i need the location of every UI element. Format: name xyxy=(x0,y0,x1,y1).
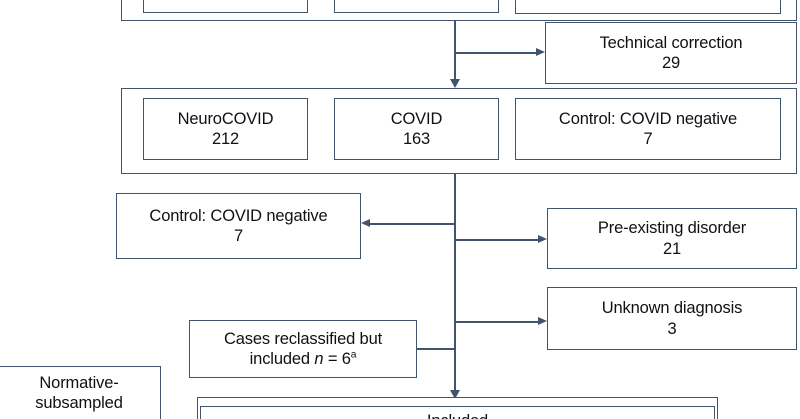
neurocovid-count: 212 xyxy=(211,130,240,148)
arrowhead-control-excluded xyxy=(361,219,370,227)
connector-to-technical-correction xyxy=(455,52,536,54)
connector-to-unknown-diagnosis xyxy=(455,321,538,323)
node-cases-reclassified[interactable]: Cases reclassified but included n = 6a xyxy=(189,320,417,378)
node-control-covid-negative-excluded[interactable]: Control: COVID negative 7 xyxy=(116,193,361,259)
arrowhead-pre-existing-disorder xyxy=(538,235,547,243)
node-included[interactable]: Included xyxy=(200,406,715,419)
cases-reclassified-prefix: included xyxy=(249,350,315,368)
unknown-diagnosis-count: 3 xyxy=(667,319,677,338)
cases-reclassified-line2: included n = 6a xyxy=(250,349,357,369)
connector-to-pre-existing-disorder xyxy=(455,239,538,241)
node-pre-existing-disorder[interactable]: Pre-existing disorder 21 xyxy=(547,208,797,269)
node-neurocovid[interactable]: NeuroCOVID 212 xyxy=(143,98,308,160)
top-row-box-1 xyxy=(143,0,308,13)
pre-existing-disorder-count: 21 xyxy=(662,239,682,258)
pre-existing-disorder-label: Pre-existing disorder xyxy=(597,219,747,238)
cases-reclassified-line1: Cases reclassified but xyxy=(223,329,383,348)
connector-cases-reclassified-to-trunk xyxy=(417,348,455,350)
node-normative-subsampled[interactable]: Normative- subsampled xyxy=(0,366,161,419)
arrowhead-unknown-diagnosis xyxy=(538,317,547,325)
node-technical-correction[interactable]: Technical correction 29 xyxy=(545,22,797,84)
cases-reclassified-suffix: = 6 xyxy=(323,350,351,368)
covid-count: 163 xyxy=(402,130,431,148)
node-unknown-diagnosis[interactable]: Unknown diagnosis 3 xyxy=(547,287,797,350)
arrowhead-to-middle-row xyxy=(450,79,460,88)
control-covid-negative-top-count: 7 xyxy=(643,130,653,148)
cases-reclassified-n-italic: n xyxy=(314,350,324,368)
top-row-box-3 xyxy=(515,0,781,14)
unknown-diagnosis-label: Unknown diagnosis xyxy=(601,299,743,318)
included-label: Included xyxy=(427,411,488,419)
normative-subsampled-line1: Normative- xyxy=(39,374,119,392)
technical-correction-label: Technical correction xyxy=(599,33,743,52)
arrowhead-to-included xyxy=(450,390,460,399)
normative-subsampled-line2: subsampled xyxy=(35,394,123,413)
control-covid-negative-excluded-count: 7 xyxy=(233,227,244,245)
neurocovid-label: NeuroCOVID xyxy=(177,109,274,128)
control-covid-negative-top-label: Control: COVID negative xyxy=(558,109,738,128)
top-row-box-2 xyxy=(334,0,499,13)
connector-to-control-excluded xyxy=(370,223,455,225)
node-covid[interactable]: COVID 163 xyxy=(334,98,499,160)
connector-trunk-main xyxy=(454,174,456,396)
technical-correction-count: 29 xyxy=(661,54,681,72)
node-control-covid-negative-top[interactable]: Control: COVID negative 7 xyxy=(515,98,781,160)
connector-trunk-top xyxy=(454,21,456,83)
cases-reclassified-footnote-marker: a xyxy=(350,349,357,361)
covid-label: COVID xyxy=(390,109,443,128)
control-covid-negative-excluded-label: Control: COVID negative xyxy=(149,206,328,225)
arrowhead-technical-correction xyxy=(536,48,545,56)
